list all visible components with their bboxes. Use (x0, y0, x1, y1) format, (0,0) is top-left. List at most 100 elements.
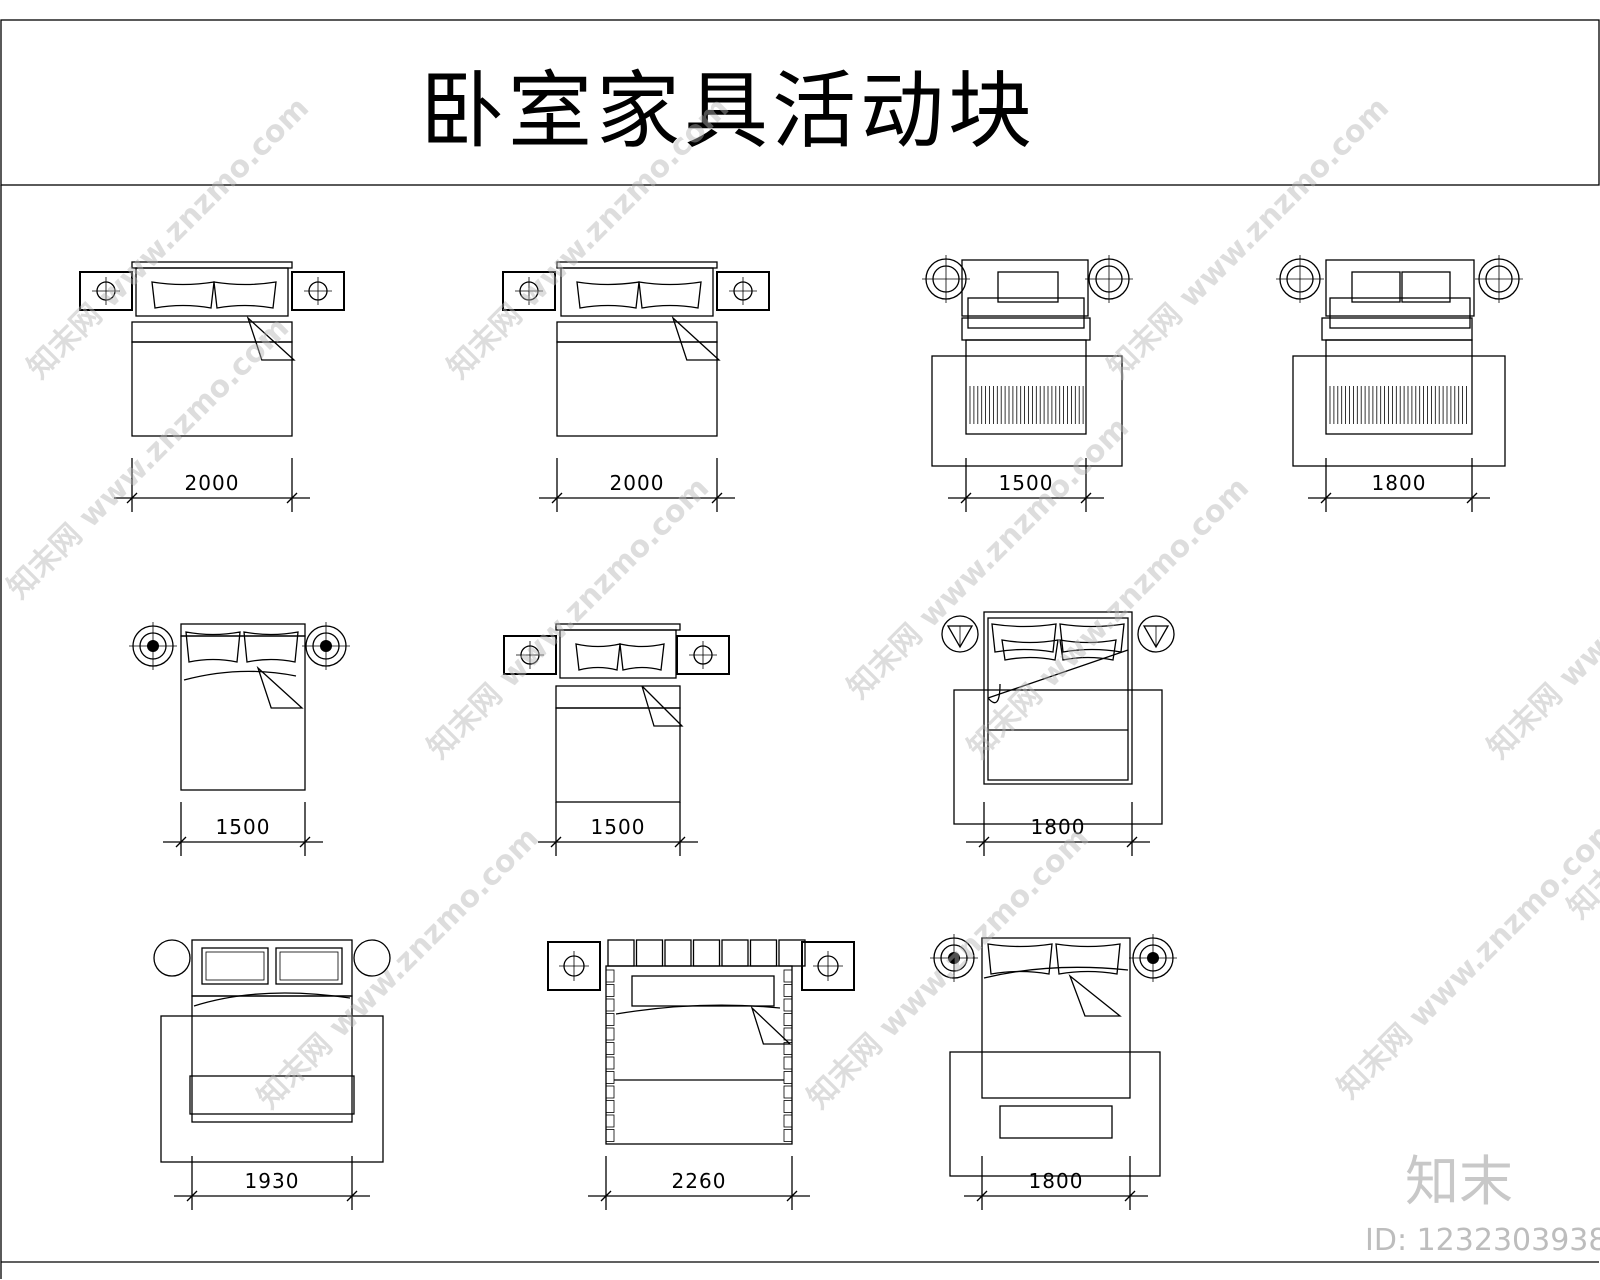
blanket-edge (193, 992, 351, 1007)
title-frame (0, 19, 1600, 186)
rug (953, 689, 1163, 825)
side-tuft (605, 1114, 615, 1128)
dimension-tick (960, 492, 972, 504)
dimension-label: 1800 (1031, 815, 1086, 839)
tufted-cushion (721, 939, 749, 967)
pillow (243, 631, 299, 663)
bed-block-1: 2000 (79, 261, 345, 512)
dimension-tick (786, 1190, 798, 1202)
pillow (151, 281, 215, 309)
watermark-text: 知末网 www.znzmo.com (1331, 811, 1600, 1106)
line (1325, 259, 1475, 317)
watermark-text: 知末网 www.znzmo.com (251, 821, 546, 1116)
bed-block-5: 1500 (129, 622, 350, 856)
blanket-fold (641, 685, 684, 727)
rug (1292, 355, 1506, 467)
nightstand (547, 941, 601, 991)
watermark-id: ID: 1232303938 (1365, 1223, 1600, 1258)
rug (931, 355, 1123, 467)
dimension-label: 1500 (591, 815, 646, 839)
dimension-label: 1500 (216, 815, 271, 839)
dimension-label: 1800 (1372, 471, 1427, 495)
pillow (201, 947, 269, 985)
side-tuft (605, 1042, 615, 1055)
dimension-label: 2000 (185, 471, 240, 495)
tufted-cushion (607, 939, 635, 967)
dimension-tick (175, 836, 187, 848)
watermark-text: 知末网 www.znzmo.com (1101, 91, 1396, 386)
pillow (213, 281, 277, 309)
blanket-fold (987, 683, 1001, 704)
bench (189, 1075, 355, 1115)
dimension-tick (299, 836, 311, 848)
blanket-fold (246, 315, 296, 361)
watermark-text: 知末网 www.znzmo.com (421, 471, 716, 766)
side-tuft (605, 969, 615, 983)
line (965, 339, 1087, 435)
side-tuft (783, 1056, 793, 1070)
lamp-icon (1137, 615, 1175, 653)
nightstand (503, 635, 557, 675)
dimension-tick (1124, 1190, 1136, 1202)
pillow (1001, 639, 1059, 661)
pillow-roll (631, 975, 775, 1007)
lamp-icon (941, 615, 979, 653)
side-tuft (605, 1013, 615, 1026)
round-table (153, 939, 191, 977)
side-tuft (783, 1100, 793, 1113)
dimension-tick (551, 492, 563, 504)
line (556, 321, 718, 343)
nightstand (79, 271, 133, 311)
blanket-fold (1068, 974, 1122, 1017)
watermark-layer: 知末网 www.znzmo.com 知末网 www.znzmo.com 知末网 ww… (1, 91, 1600, 1116)
line (191, 995, 353, 1123)
bench (999, 1105, 1113, 1139)
nightstand (291, 271, 345, 311)
blanket-fold (671, 315, 721, 361)
dimension-tick (1320, 492, 1332, 504)
line (555, 707, 681, 803)
side-tuft (605, 998, 615, 1012)
dimension-tick (674, 836, 686, 848)
pillow (987, 943, 1053, 975)
nightstand (716, 271, 770, 311)
pillow (1401, 271, 1451, 303)
side-tuft (783, 1027, 793, 1041)
line (180, 635, 306, 791)
line (983, 611, 1133, 785)
line (981, 937, 1131, 1099)
pillow (576, 281, 640, 309)
line (961, 259, 1089, 317)
line (560, 267, 714, 317)
pillow-inner (279, 951, 339, 981)
pillow (991, 623, 1057, 653)
bed-block-4: 1800 (1276, 255, 1523, 512)
side-tuft (783, 984, 793, 997)
pillow (575, 643, 621, 671)
pillow (1059, 639, 1117, 661)
line (559, 629, 677, 679)
dimension-tick (711, 492, 723, 504)
line (961, 317, 1091, 341)
line (135, 267, 289, 317)
blanket-edge (983, 966, 1129, 979)
side-tuft (783, 1013, 793, 1026)
dimension-label: 2000 (610, 471, 665, 495)
line (1321, 317, 1473, 341)
nightstand (676, 635, 730, 675)
pillow (1329, 297, 1471, 329)
bed-block-6: 1500 (503, 623, 730, 856)
pillow (997, 271, 1059, 303)
bed-block-7: 1800 (941, 611, 1175, 856)
side-tuft (783, 1085, 793, 1099)
side-tuft (783, 969, 793, 983)
bed-block-9: 2260 (547, 939, 855, 1210)
pillow (185, 631, 241, 663)
watermark-text: 知末网 www.znzmo.com (1481, 471, 1600, 766)
side-tuft (605, 1129, 615, 1142)
dimension-tick (1080, 492, 1092, 504)
side-tuft (783, 998, 793, 1012)
dimension-tick (346, 1190, 358, 1202)
